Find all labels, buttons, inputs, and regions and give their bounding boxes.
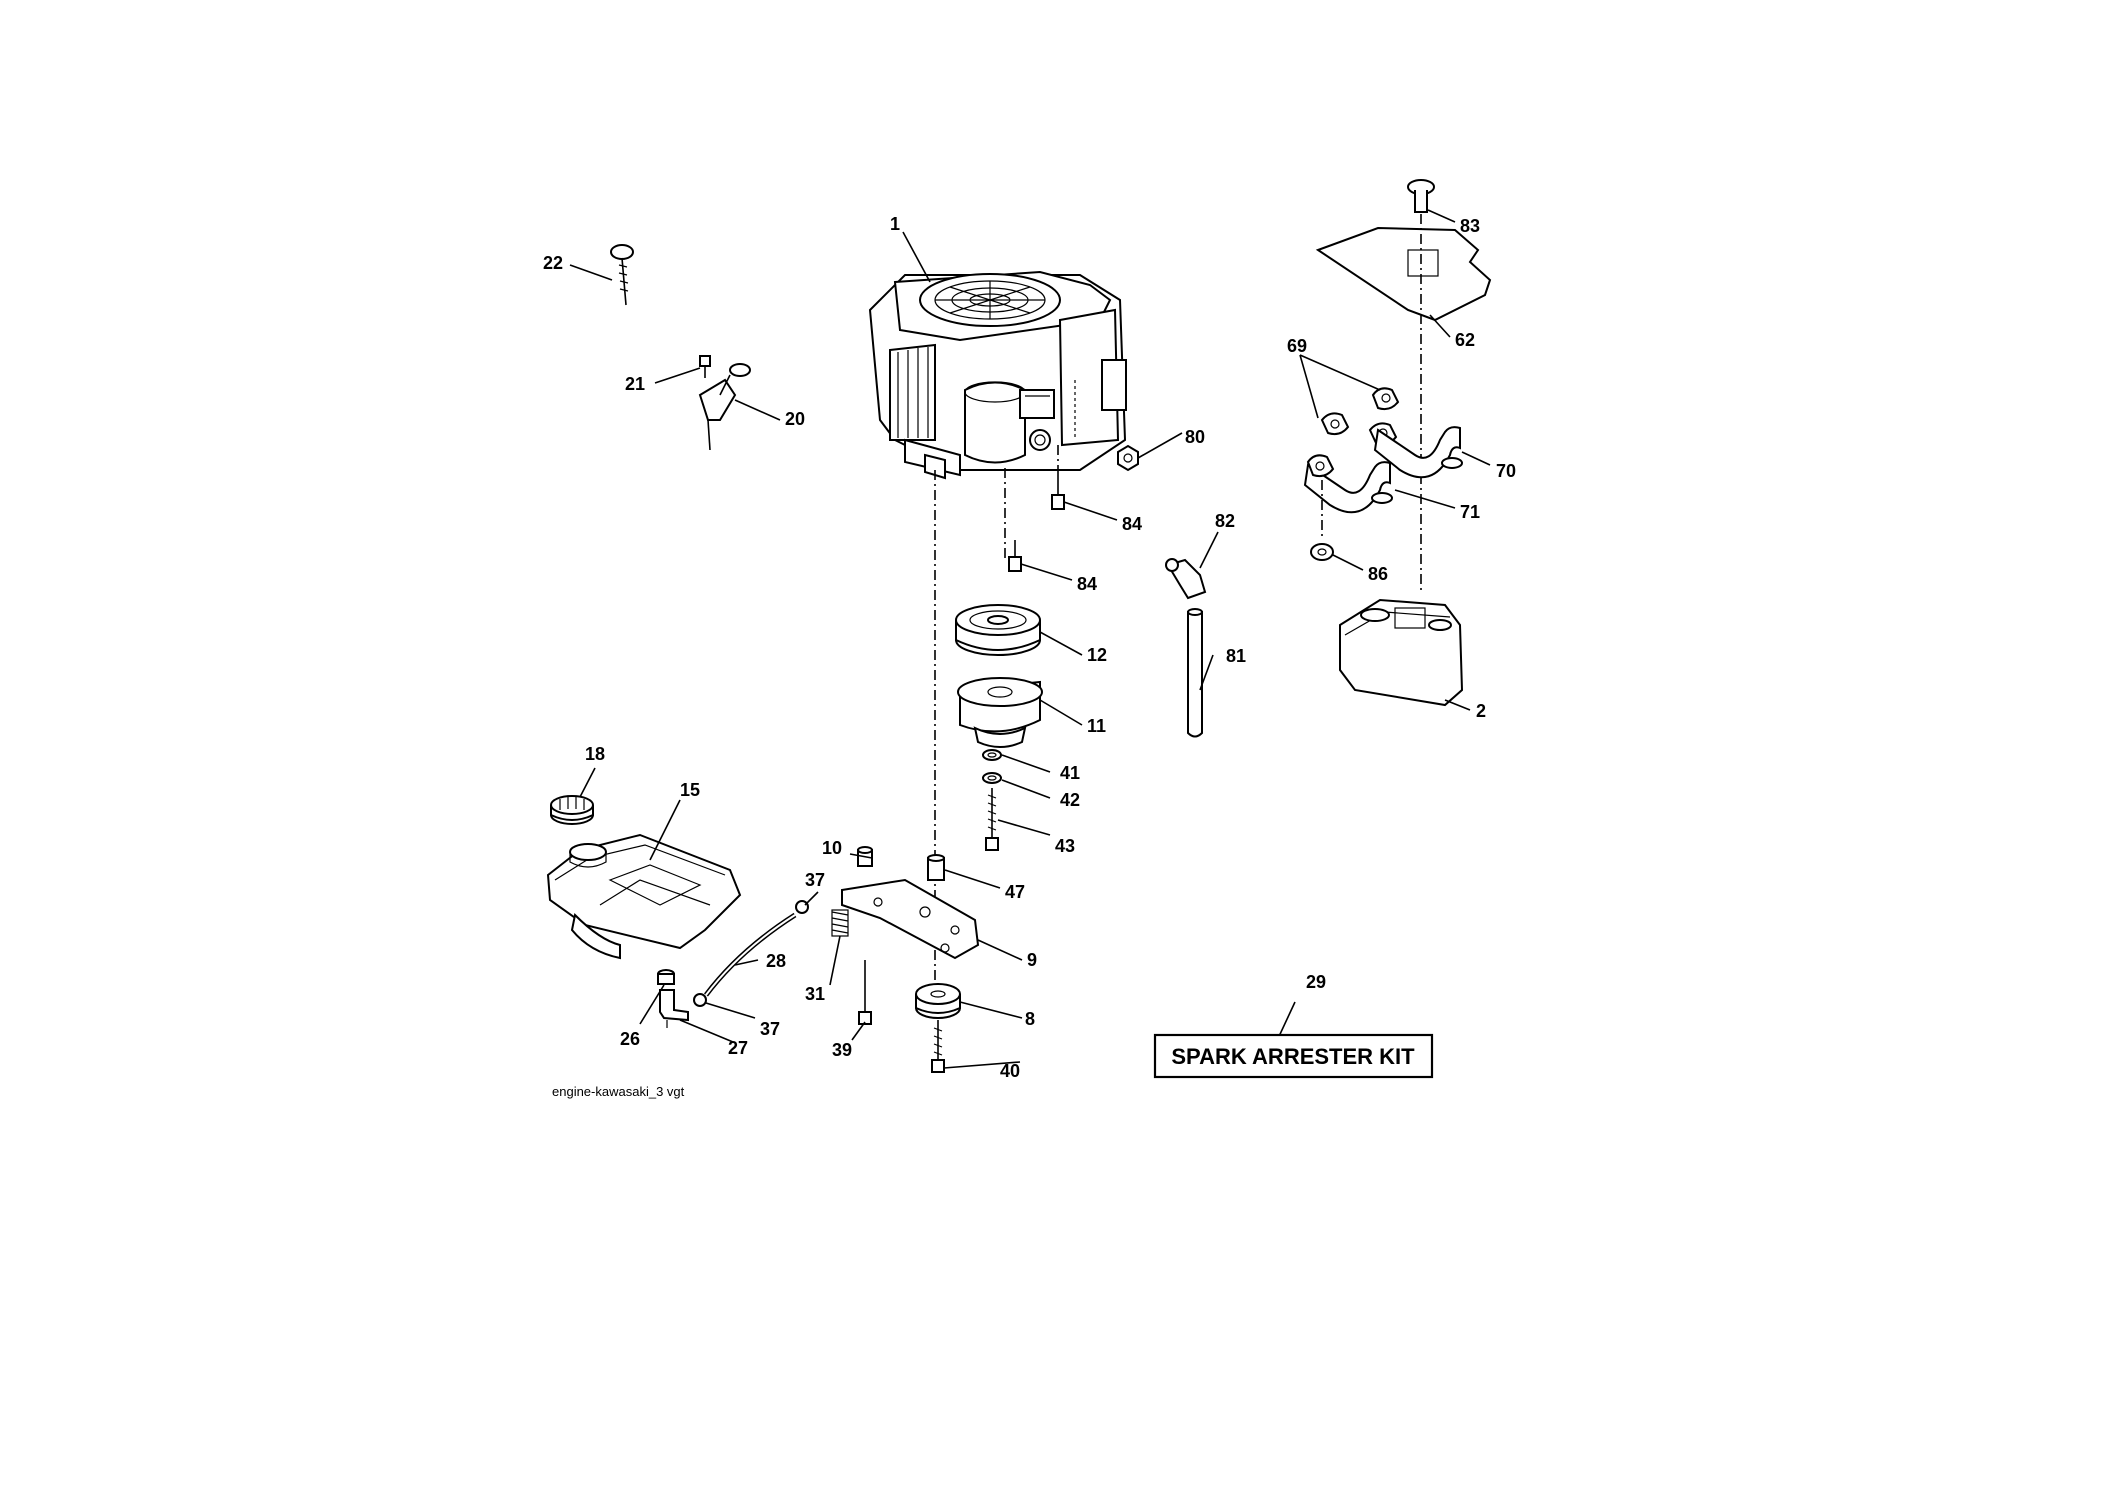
callout-62: 62 xyxy=(1455,330,1475,350)
tube-81 xyxy=(1187,608,1203,738)
exhaust-pipe-70 xyxy=(1373,426,1463,479)
engine xyxy=(868,270,1127,480)
callout-27: 27 xyxy=(728,1038,748,1058)
idler-pulley-8 xyxy=(915,983,961,1019)
callout-20: 20 xyxy=(785,409,805,429)
washer-42 xyxy=(982,772,1002,784)
callout-43: 43 xyxy=(1055,836,1075,856)
callout-39: 39 xyxy=(832,1040,852,1060)
grommet-26 xyxy=(657,969,675,985)
callout-9: 9 xyxy=(1027,950,1037,970)
bracket-9 xyxy=(841,878,980,960)
fuel-tank-15 xyxy=(546,833,742,960)
spacer-47 xyxy=(927,854,945,881)
elbow-82 xyxy=(1165,558,1207,600)
callout-11: 11 xyxy=(1087,716,1106,736)
diagram-caption: engine-kawasaki_3 vgt xyxy=(552,1084,685,1099)
bolt-39 xyxy=(858,960,872,1025)
bolt-84-lower xyxy=(1008,540,1022,572)
clutch-11 xyxy=(957,677,1043,748)
callout-84-upper: 84 xyxy=(1122,514,1142,534)
callout-21: 21 xyxy=(625,374,645,394)
callout-15: 15 xyxy=(680,780,700,800)
muffler-2 xyxy=(1339,598,1464,707)
callout-12: 12 xyxy=(1087,645,1107,665)
callout-86: 86 xyxy=(1368,564,1388,584)
nut-86 xyxy=(1310,543,1334,561)
callout-10: 10 xyxy=(822,838,842,858)
bolt-40 xyxy=(931,1020,945,1073)
callout-70: 70 xyxy=(1496,461,1516,481)
callout-71: 71 xyxy=(1460,502,1480,522)
gasket-69-a xyxy=(1371,387,1400,411)
callout-1: 1 xyxy=(890,214,900,234)
callout-40: 40 xyxy=(1000,1061,1020,1081)
pulley-12 xyxy=(955,604,1041,656)
bolt-43 xyxy=(985,788,999,851)
gasket-69-d xyxy=(1320,412,1350,436)
callout-42: 42 xyxy=(1060,790,1080,810)
spring-31 xyxy=(831,909,849,937)
fuel-cap-18 xyxy=(550,795,594,825)
callout-80: 80 xyxy=(1185,427,1205,447)
callout-8: 8 xyxy=(1025,1009,1035,1029)
callout-26: 26 xyxy=(620,1029,640,1049)
gasket-69-c xyxy=(1306,454,1335,478)
nut-80 xyxy=(1117,444,1139,472)
screw-21 xyxy=(699,355,711,378)
callout-18: 18 xyxy=(585,744,605,764)
callout-37-lower: 37 xyxy=(760,1019,780,1039)
callout-28: 28 xyxy=(766,951,786,971)
callout-69: 69 xyxy=(1287,336,1307,356)
screw-22 xyxy=(610,244,634,306)
kit-label-text: SPARK ARRESTER KIT xyxy=(1171,1044,1415,1069)
callout-47: 47 xyxy=(1005,882,1025,902)
callout-83: 83 xyxy=(1460,216,1480,236)
spark-arrester-kit-label: SPARK ARRESTER KIT xyxy=(1153,1033,1434,1079)
bolt-83 xyxy=(1407,179,1435,213)
callout-2: 2 xyxy=(1476,701,1486,721)
callout-29: 29 xyxy=(1306,972,1326,992)
exhaust-pipe-71 xyxy=(1303,461,1393,514)
callout-41: 41 xyxy=(1060,763,1080,783)
callout-82: 82 xyxy=(1215,511,1235,531)
bolt-84-upper xyxy=(1051,470,1065,510)
washer-41 xyxy=(982,749,1002,761)
clamp-37-lower xyxy=(693,993,707,1007)
heat-shield-62 xyxy=(1315,226,1492,322)
choke-20 xyxy=(698,363,751,451)
callout-31: 31 xyxy=(805,984,825,1004)
callout-84-lower: 84 xyxy=(1077,574,1097,594)
callout-37-upper: 37 xyxy=(805,870,825,890)
fuel-valve-27 xyxy=(659,989,689,1028)
callout-81: 81 xyxy=(1226,646,1246,666)
callout-22: 22 xyxy=(543,253,563,273)
leader-lines xyxy=(569,209,1491,1069)
